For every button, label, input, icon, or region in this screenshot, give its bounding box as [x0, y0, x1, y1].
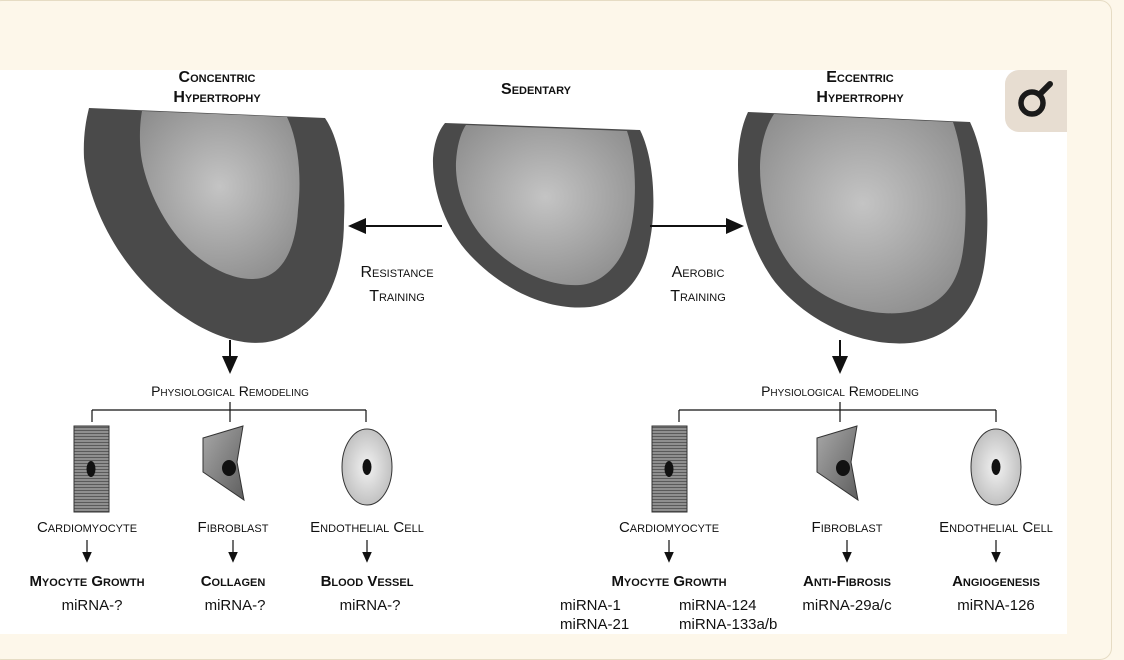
right-cardiomyocyte-label: Cardiomyocyte	[619, 519, 719, 536]
left-endothelial-cell	[341, 428, 393, 506]
right-mirna-133: miRNA-133a/b	[679, 616, 777, 633]
left-blood-vessel: Blood Vessel	[321, 573, 414, 590]
right-remodeling-label: Physiological Remodeling	[761, 383, 919, 399]
right-endothelial-cell	[970, 428, 1022, 506]
right-fibroblast-mirna: miRNA-29a/c	[802, 597, 892, 614]
figure-image: Concentric Hypertrophy Sedentary Eccentr…	[0, 70, 1067, 634]
left-cardiomyocyte-label: Cardiomyocyte	[37, 519, 137, 536]
left-fibroblast-mirna: miRNA-?	[205, 597, 266, 614]
concentric-title-line1: Concentric	[179, 70, 256, 86]
sedentary-title: Sedentary	[501, 81, 572, 98]
left-remodeling-label: Physiological Remodeling	[151, 383, 309, 399]
left-cardiomyocyte-cell	[73, 425, 110, 513]
resistance-label-line1: Resistance	[360, 264, 433, 281]
left-collagen: Collagen	[201, 573, 266, 590]
right-bracket	[678, 402, 997, 422]
right-cardiomyocyte-cell	[651, 425, 688, 513]
magnifier-icon	[1018, 81, 1053, 117]
right-anti-fibrosis: Anti-Fibrosis	[803, 573, 891, 590]
right-myocyte-growth: Myocyte Growth	[611, 573, 726, 590]
aerobic-label-line2: Training	[670, 288, 726, 305]
left-endothelial-mirna: miRNA-?	[340, 597, 401, 614]
concentric-heart	[83, 108, 345, 343]
right-mirna-21: miRNA-21	[560, 616, 629, 633]
left-cardiomyocyte-mirna: miRNA-?	[62, 597, 123, 614]
left-fibroblast-cell	[202, 425, 245, 502]
right-fibroblast-label: Fibroblast	[812, 519, 883, 536]
right-mirna-124: miRNA-124	[679, 597, 757, 614]
aerobic-label-line1: Aerobic	[672, 264, 725, 281]
left-myocyte-growth: Myocyte Growth	[29, 573, 144, 590]
left-fibroblast-label: Fibroblast	[198, 519, 269, 536]
right-endothelial-mirna: miRNA-126	[957, 597, 1035, 614]
cell-outcome-arrows	[82, 540, 1001, 563]
concentric-title-line2: Hypertrophy	[173, 89, 261, 106]
exercise-hypertrophy-diagram: Concentric Hypertrophy Sedentary Eccentr…	[29, 70, 1053, 633]
left-endothelial-label: Endothelial Cell	[310, 519, 424, 536]
eccentric-title-line1: Eccentric	[826, 70, 894, 86]
right-angiogenesis: Angiogenesis	[952, 573, 1040, 590]
right-mirna-1: miRNA-1	[560, 597, 621, 614]
zoom-button[interactable]	[1005, 70, 1067, 132]
eccentric-title-line2: Hypertrophy	[816, 89, 904, 106]
right-fibroblast-cell	[816, 425, 859, 502]
resistance-label-line2: Training	[369, 288, 425, 305]
left-bracket	[91, 402, 367, 422]
sedentary-heart	[432, 123, 654, 308]
right-endothelial-label: Endothelial Cell	[939, 519, 1053, 536]
eccentric-heart	[738, 112, 988, 344]
